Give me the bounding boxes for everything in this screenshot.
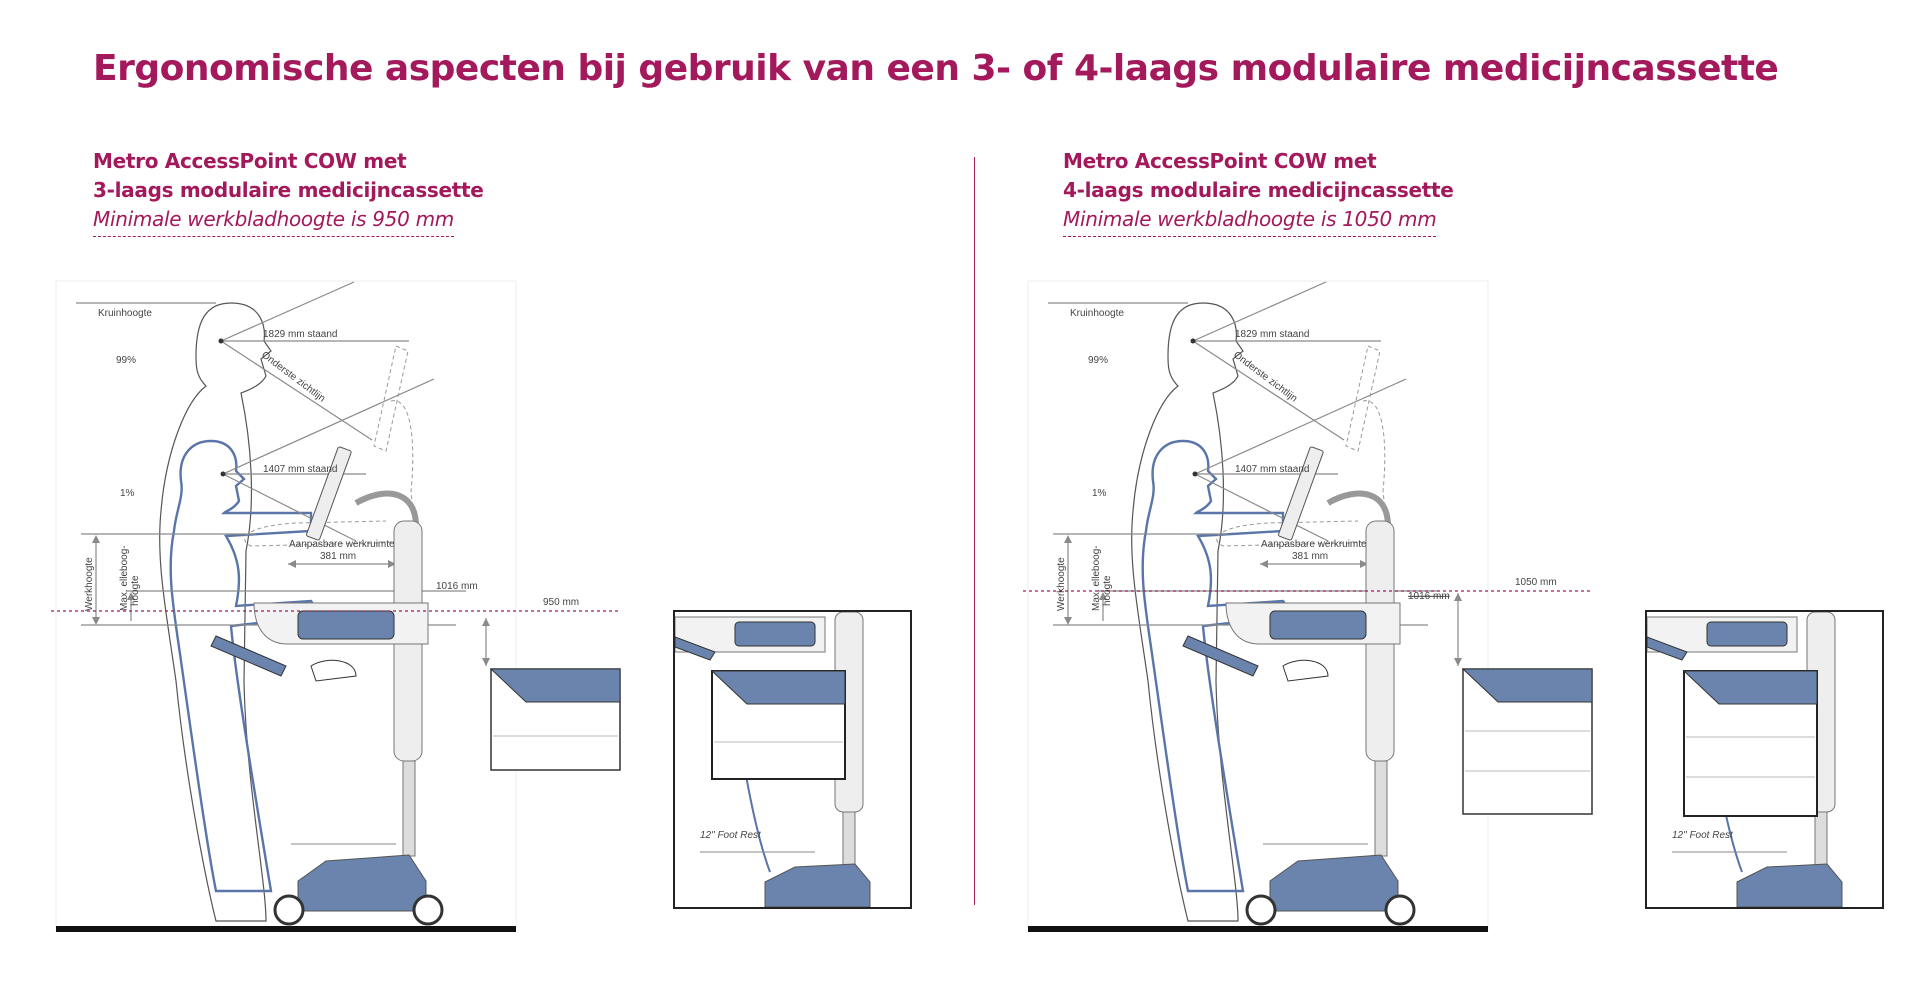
- inset-3-layer: 12" Foot Rest: [673, 610, 912, 909]
- inset-illustration: 12" Foot Rest: [675, 612, 871, 907]
- label-workspace_mm: 381 mm: [320, 551, 356, 562]
- label-crown: Kruinhoogte: [1070, 308, 1124, 319]
- ergonomics-illustration: Kruinhoogte 99% 1% 1829 mm staand 1407 mm s…: [1023, 280, 1593, 932]
- label-eye_low: 1407 mm staand: [1235, 464, 1310, 475]
- medicine-cassette: [489, 668, 621, 771]
- diagram-4-layer: Kruinhoogte 99% 1% 1829 mm staand 1407 mm s…: [1023, 280, 1593, 932]
- short-person-outline: [169, 439, 324, 893]
- label-elbow_2: hoogte: [130, 575, 141, 606]
- label-p99: 99%: [1088, 355, 1108, 366]
- label-workspace: Aanpasbare werkruimte: [1261, 539, 1367, 550]
- dimension-arrows: [92, 535, 490, 666]
- label-min_height: 950 mm: [543, 597, 579, 608]
- foot-rest-label: 12" Foot Rest: [1672, 830, 1734, 841]
- label-crown: Kruinhoogte: [98, 308, 152, 319]
- divider: [974, 157, 975, 905]
- eye-icon: [1190, 338, 1196, 344]
- heading-line: 4-laags modulaire medicijncassette: [1063, 178, 1454, 202]
- label-workspace: Aanpasbare werkruimte: [289, 539, 395, 550]
- label-elbow_1: Max. elleboog-: [119, 545, 130, 611]
- cart-illustration: [210, 446, 444, 926]
- label-elbow_1: Max. elleboog-: [1091, 545, 1102, 611]
- label-eye_high: 1829 mm staand: [1235, 329, 1310, 340]
- label-p1: 1%: [120, 488, 135, 499]
- heading-line: 3-laags modulaire medicijncassette: [93, 178, 484, 202]
- heading-line: Metro AccessPoint COW met: [1063, 149, 1377, 173]
- label-p1: 1%: [1092, 488, 1107, 499]
- cart-illustration: [1182, 446, 1416, 926]
- label-h1016: 1016 mm: [1408, 591, 1450, 602]
- label-work_height: Werkhoogte: [84, 557, 95, 611]
- floor-line: [56, 926, 516, 932]
- eye-icon: [1192, 471, 1198, 477]
- label-eye_high: 1829 mm staand: [263, 329, 338, 340]
- ghost-monitor-icon: [1216, 345, 1389, 547]
- label-h1016: 1016 mm: [436, 581, 478, 592]
- label-work_height: Werkhoogte: [1056, 557, 1067, 611]
- dimension-arrows: [1064, 535, 1462, 666]
- short-person-outline: [1141, 439, 1296, 893]
- heading-subtitle: Minimale werkbladhoogte is 1050 mm: [1063, 207, 1437, 231]
- ergonomics-illustration: Kruinhoogte 99% 1% 1829 mm staand 1407 mm s…: [51, 280, 621, 932]
- right-heading: Metro AccessPoint COW met 4-laags modula…: [1063, 147, 1454, 237]
- label-elbow_2: hoogte: [1102, 575, 1113, 606]
- label-min_height: 1050 mm: [1515, 577, 1557, 588]
- inset-4-layer: 12" Foot Rest: [1645, 610, 1884, 909]
- ghost-monitor-icon: [244, 345, 417, 547]
- heading-line: Metro AccessPoint COW met: [93, 149, 407, 173]
- diagram-3-layer: Kruinhoogte 99% 1% 1829 mm staand 1407 mm s…: [51, 280, 621, 932]
- heading-subtitle: Minimale werkbladhoogte is 950 mm: [93, 207, 454, 231]
- left-heading: Metro AccessPoint COW met 3-laags modula…: [93, 147, 484, 237]
- label-sightline: Onderste zichtlijn: [1231, 350, 1299, 405]
- inset-illustration: 12" Foot Rest: [1647, 612, 1843, 907]
- floor-line: [1028, 926, 1488, 932]
- label-sightline: Onderste zichtlijn: [259, 350, 327, 405]
- label-eye_low: 1407 mm staand: [263, 464, 338, 475]
- foot-rest-label: 12" Foot Rest: [700, 830, 762, 841]
- eye-icon: [220, 471, 226, 477]
- medicine-cassette: [1461, 668, 1593, 815]
- eye-icon: [218, 338, 224, 344]
- label-p99: 99%: [116, 355, 136, 366]
- label-workspace_mm: 381 mm: [1292, 551, 1328, 562]
- page-title: Ergonomische aspecten bij gebruik van ee…: [93, 48, 1779, 89]
